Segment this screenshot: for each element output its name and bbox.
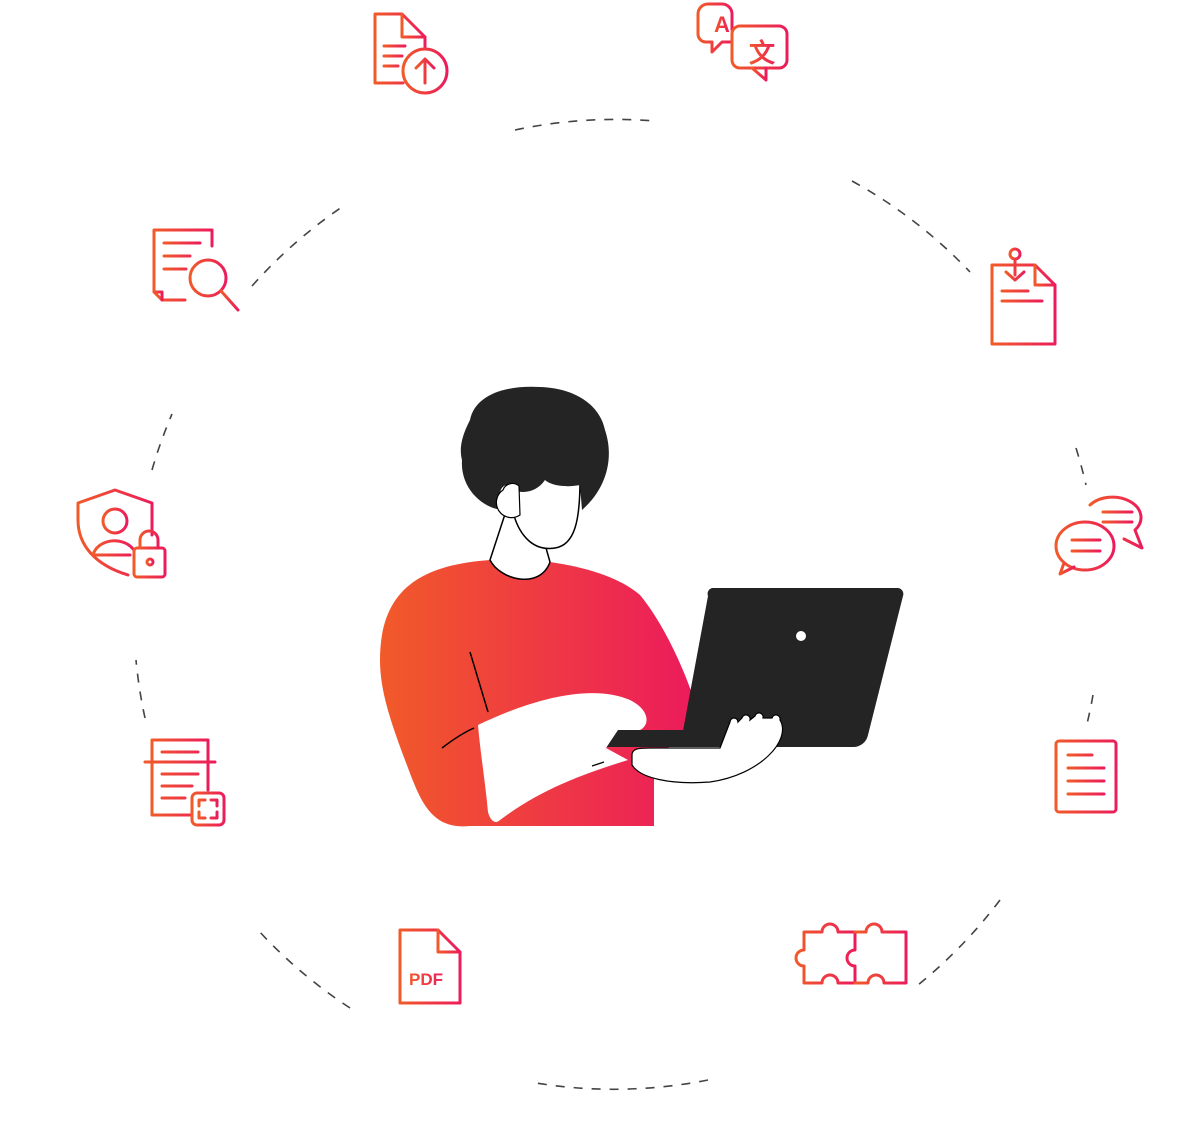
laptop-logo — [796, 631, 806, 641]
laptop-base — [605, 728, 720, 747]
text-document-icon — [1054, 739, 1118, 814]
translate-icon: A 文 — [696, 2, 789, 82]
ear — [495, 482, 521, 519]
document-search-icon — [152, 228, 240, 312]
document-scan-icon — [143, 738, 226, 827]
chat-bubbles-icon — [1054, 495, 1144, 576]
translate-letter-a: A — [714, 12, 730, 37]
puzzle-pieces-icon — [794, 922, 908, 985]
hair — [460, 386, 609, 510]
pinned-document-icon — [990, 247, 1057, 346]
dashed-orbit — [135, 118, 1094, 1091]
person-with-laptop — [380, 386, 904, 827]
pdf-label: PDF — [409, 970, 443, 989]
translate-letter-zh: 文 — [749, 38, 776, 68]
document-upload-icon — [373, 12, 449, 95]
user-lock-shield-icon — [76, 488, 167, 579]
sleeve — [478, 693, 647, 823]
laptop-screen — [680, 588, 904, 748]
pdf-file-icon: PDF — [398, 928, 462, 1005]
hand — [631, 712, 784, 784]
